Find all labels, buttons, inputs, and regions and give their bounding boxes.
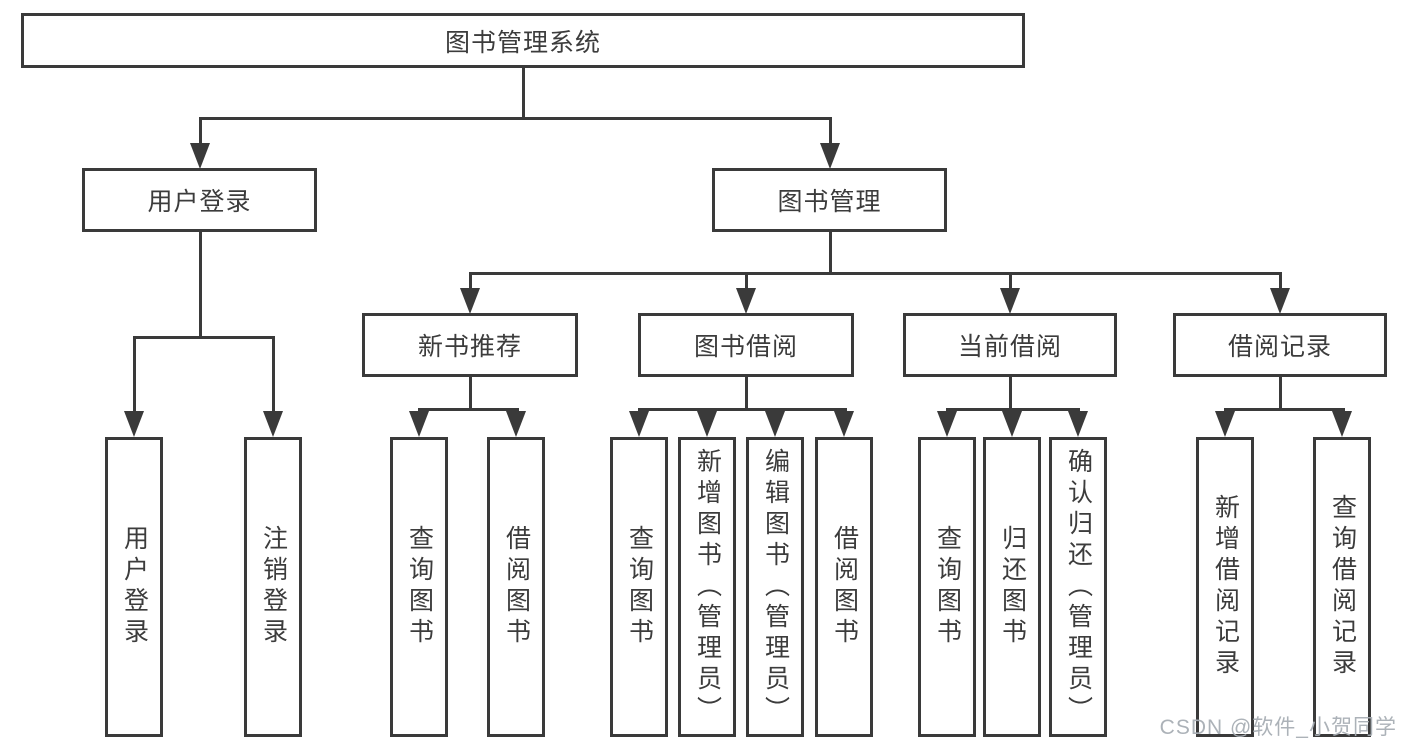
node-label: 借阅图书 xyxy=(502,525,531,649)
connector-line xyxy=(468,377,472,410)
connector-line xyxy=(828,232,832,275)
node-label: 注销登录 xyxy=(259,525,288,649)
arrowhead-down-icon xyxy=(765,411,785,437)
node-label: 归还图书 xyxy=(998,525,1027,649)
arrowhead-down-icon xyxy=(736,288,756,314)
connector-line xyxy=(828,120,832,143)
arrowhead-down-icon xyxy=(1270,288,1290,314)
node-borrowing-records: 借阅记录 xyxy=(1173,313,1387,377)
node-label: 新增借阅记录 xyxy=(1211,494,1240,680)
node-new-book-recommend: 新书推荐 xyxy=(362,313,578,377)
connector-line xyxy=(1008,275,1012,288)
connector-line xyxy=(744,275,748,288)
arrowhead-down-icon xyxy=(1000,288,1020,314)
connector-line xyxy=(637,408,847,411)
arrowhead-down-icon xyxy=(506,411,526,437)
connector-line xyxy=(1008,377,1012,410)
node-label: 用户登录 xyxy=(147,188,252,216)
arrowhead-down-icon xyxy=(834,411,854,437)
arrowhead-down-icon xyxy=(190,143,210,169)
node-label: 当前借阅 xyxy=(957,333,1062,361)
connector-line xyxy=(521,68,525,117)
leaf-query-books-3: 查询图书 xyxy=(918,437,976,737)
leaf-confirm-return-admin: 确认归还（管理员） xyxy=(1049,437,1107,737)
connector-line xyxy=(198,120,202,143)
leaf-logout: 注销登录 xyxy=(244,437,302,737)
node-label: 用户登录 xyxy=(120,525,149,649)
arrowhead-down-icon xyxy=(409,411,429,437)
node-book-management: 图书管理 xyxy=(712,168,947,232)
leaf-edit-books-admin: 编辑图书（管理员） xyxy=(746,437,804,737)
node-label: 图书管理 xyxy=(777,188,882,216)
node-label: 确认归还（管理员） xyxy=(1064,447,1093,727)
connector-line xyxy=(1278,377,1282,410)
connector-line xyxy=(132,339,136,411)
arrowhead-down-icon xyxy=(697,411,717,437)
node-label: 查询图书 xyxy=(405,525,434,649)
arrowhead-down-icon xyxy=(1215,411,1235,437)
arrowhead-down-icon xyxy=(124,411,144,437)
node-book-borrowing: 图书借阅 xyxy=(638,313,854,377)
node-root-label: 图书管理系统 xyxy=(444,28,601,57)
node-user-login: 用户登录 xyxy=(82,168,317,232)
arrowhead-down-icon xyxy=(263,411,283,437)
leaf-user-login: 用户登录 xyxy=(105,437,163,737)
leaf-query-borrow-record: 查询借阅记录 xyxy=(1313,437,1371,737)
arrowhead-down-icon xyxy=(937,411,957,437)
node-label: 借阅图书 xyxy=(830,525,859,649)
arrowhead-down-icon xyxy=(820,143,840,169)
connector-line xyxy=(271,339,275,411)
leaf-add-books-admin: 新增图书（管理员） xyxy=(678,437,736,737)
node-label: 图书借阅 xyxy=(693,333,798,361)
connector-line xyxy=(417,408,519,411)
connector-line xyxy=(198,117,832,120)
connector-line xyxy=(468,272,1282,275)
node-label: 借阅记录 xyxy=(1227,333,1332,361)
arrowhead-down-icon xyxy=(1068,411,1088,437)
node-label: 编辑图书（管理员） xyxy=(761,447,790,727)
connector-line xyxy=(945,408,1080,411)
node-current-borrowing: 当前借阅 xyxy=(903,313,1117,377)
connector-line xyxy=(132,336,275,339)
leaf-query-books-2: 查询图书 xyxy=(610,437,668,737)
arrowhead-down-icon xyxy=(629,411,649,437)
node-label: 新增图书（管理员） xyxy=(693,447,722,727)
node-root: 图书管理系统 xyxy=(21,13,1025,68)
arrowhead-down-icon xyxy=(460,288,480,314)
connector-line xyxy=(198,232,202,339)
leaf-add-borrow-record: 新增借阅记录 xyxy=(1196,437,1254,737)
leaf-return-books: 归还图书 xyxy=(983,437,1041,737)
arrowhead-down-icon xyxy=(1332,411,1352,437)
connector-line xyxy=(744,377,748,410)
csdn-watermark: CSDN @软件_小贺同学 xyxy=(1159,716,1397,739)
connector-line xyxy=(1278,275,1282,288)
node-label: 查询借阅记录 xyxy=(1328,494,1357,680)
node-label: 查询图书 xyxy=(625,525,654,649)
connector-line xyxy=(1223,408,1345,411)
node-label: 查询图书 xyxy=(933,525,962,649)
node-label: 新书推荐 xyxy=(417,333,522,361)
connector-line xyxy=(468,275,472,288)
leaf-query-books-1: 查询图书 xyxy=(390,437,448,737)
leaf-borrow-books-2: 借阅图书 xyxy=(815,437,873,737)
arrowhead-down-icon xyxy=(1002,411,1022,437)
leaf-borrow-books-1: 借阅图书 xyxy=(487,437,545,737)
